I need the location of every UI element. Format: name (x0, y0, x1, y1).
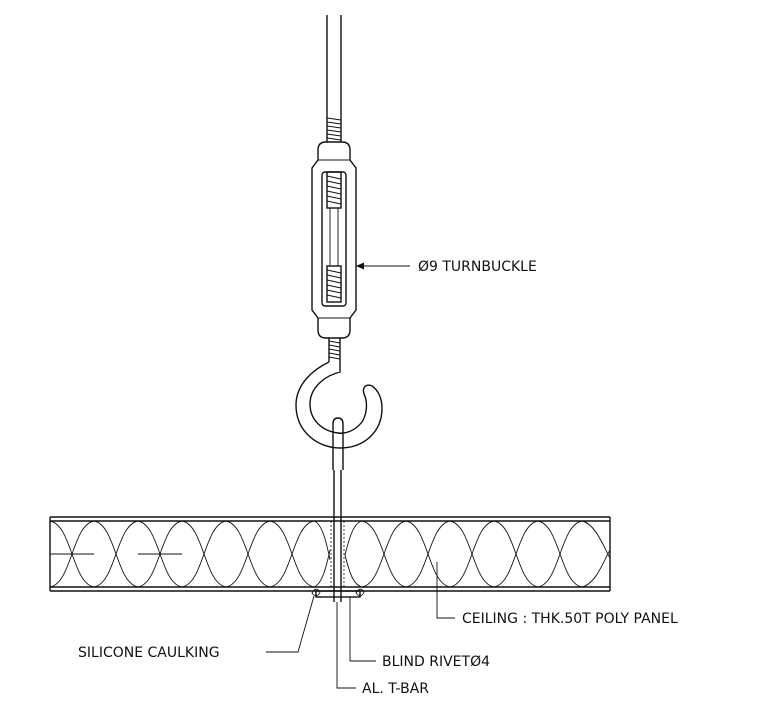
ceiling-leader (436, 562, 455, 619)
ceiling-label: CEILING : THK.50T POLY PANEL (462, 611, 678, 627)
lower-thread (328, 338, 341, 362)
caulking-label: SILICONE CAULKING (78, 645, 220, 661)
upper-thread (326, 117, 342, 142)
turnbuckle-body (311, 141, 357, 339)
t-bar (311, 588, 365, 602)
rivet-leader (349, 597, 376, 662)
tbar-label: AL. T-BAR (362, 681, 429, 697)
hanger-rod (326, 15, 342, 118)
insulation-pattern-left (49, 520, 331, 588)
tbar-leader (336, 602, 356, 689)
insulation-pattern-right (344, 520, 611, 588)
hanger-strap (332, 417, 344, 598)
rivet-label: BLIND RIVETØ4 (382, 654, 490, 670)
hook (295, 361, 383, 449)
turnbuckle-leader (356, 262, 410, 270)
turnbuckle-label: Ø9 TURNBUCKLE (418, 259, 537, 275)
caulking-leader (266, 595, 315, 653)
ceiling-panel (49, 516, 611, 592)
